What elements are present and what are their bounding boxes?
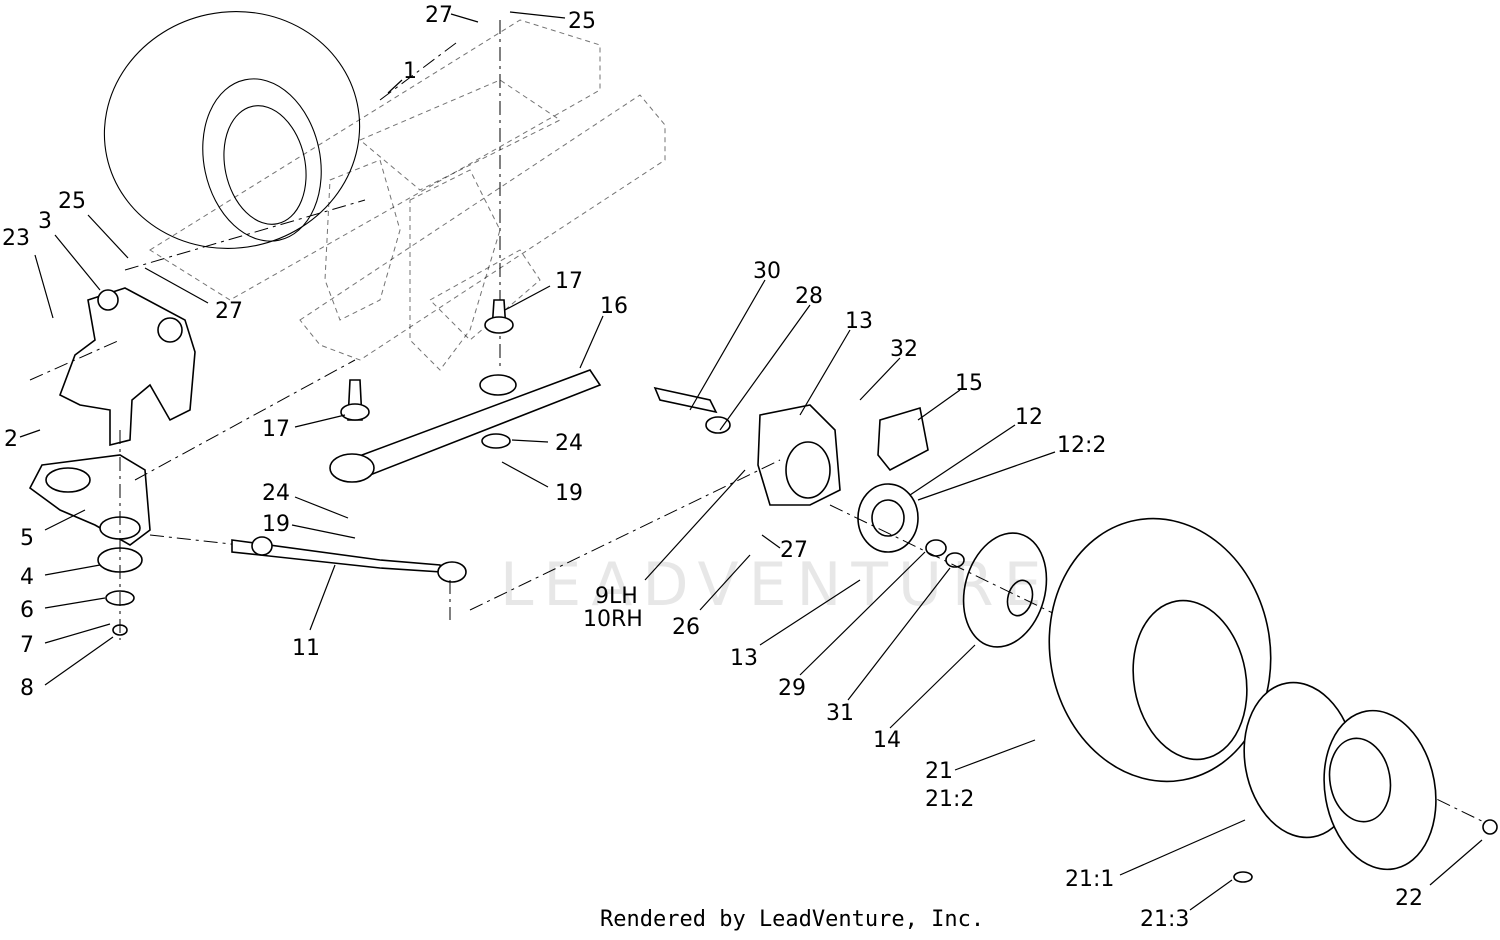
callout-16: 16 (600, 294, 628, 319)
spindle-assembly-left (28, 287, 241, 640)
callout-13-upper: 13 (845, 309, 873, 334)
callout-21-2: 21:2 (925, 787, 974, 812)
callout-21-1: 21:1 (1065, 867, 1114, 892)
callout-12-2: 12:2 (1057, 433, 1106, 458)
callout-24-right: 24 (555, 431, 583, 456)
callout-19-right: 19 (555, 481, 583, 506)
callout-27-top: 27 (425, 3, 453, 28)
callout-7: 7 (20, 633, 34, 658)
callout-14: 14 (873, 728, 901, 753)
leader-lines (19, 11, 1483, 911)
steering-cylinder (134, 299, 602, 483)
callout-5: 5 (20, 526, 34, 551)
callout-13-lower: 13 (730, 646, 758, 671)
callout-22: 22 (1395, 886, 1423, 911)
callout-labels: 1 2 3 4 5 6 7 8 9LH 10RH 11 12 12:2 13 1… (2, 3, 1423, 932)
front-wheel-assembly (1048, 517, 1498, 883)
callout-27-left: 27 (215, 299, 243, 324)
callout-25-top: 25 (568, 9, 596, 34)
callout-8: 8 (20, 676, 34, 701)
callout-30: 30 (753, 259, 781, 284)
callout-24-left: 24 (262, 481, 290, 506)
callout-25-left: 25 (58, 189, 86, 214)
callout-26: 26 (672, 615, 700, 640)
tie-rod (231, 536, 467, 620)
callout-6: 6 (20, 598, 34, 623)
background-frame-assembly (103, 11, 666, 371)
callout-4: 4 (20, 565, 34, 590)
callout-12: 12 (1015, 405, 1043, 430)
hub-brake-assembly (469, 386, 1491, 826)
callout-21: 21 (925, 759, 953, 784)
callout-9-lh: 9LH (595, 584, 638, 609)
render-credit: Rendered by LeadVenture, Inc. (600, 907, 984, 932)
callout-28: 28 (795, 284, 823, 309)
callout-3: 3 (38, 209, 52, 234)
callout-27-right: 27 (780, 538, 808, 563)
callout-10-rh: 10RH (583, 607, 643, 632)
callout-32: 32 (890, 337, 918, 362)
callout-17-upper: 17 (555, 269, 583, 294)
callout-2: 2 (4, 427, 18, 452)
callout-11: 11 (292, 636, 320, 661)
callout-31: 31 (826, 701, 854, 726)
callout-21-3: 21:3 (1140, 907, 1189, 932)
watermark: LEADVENTURE (500, 550, 1052, 620)
callout-23: 23 (2, 226, 30, 251)
callout-1: 1 (403, 59, 417, 84)
callout-29: 29 (778, 676, 806, 701)
callout-19-left: 19 (262, 512, 290, 537)
callout-15: 15 (955, 371, 983, 396)
callout-17-lower: 17 (262, 417, 290, 442)
